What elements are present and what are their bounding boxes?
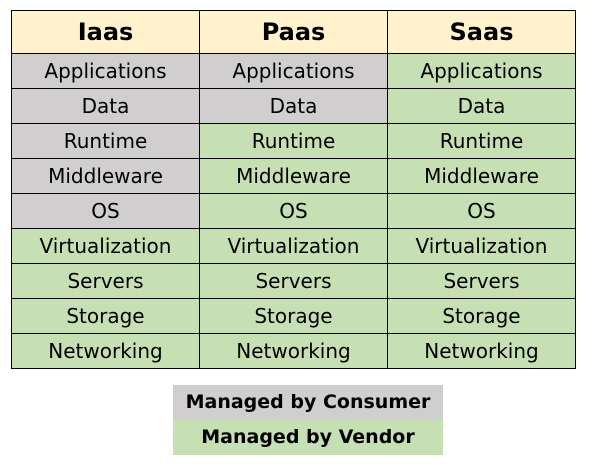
table-cell: Applications [11, 53, 200, 89]
table-cell: Networking [387, 333, 576, 369]
header-row: Iaas Paas Saas [11, 10, 576, 54]
table-cell: Servers [387, 263, 576, 299]
table-cell: Servers [199, 263, 388, 299]
table-cell: Virtualization [387, 228, 576, 264]
table-row: Data Data Data [11, 88, 576, 124]
table-row: Applications Applications Applications [11, 53, 576, 89]
table-cell: Applications [199, 53, 388, 89]
table-row: Storage Storage Storage [11, 298, 576, 334]
table-cell: Storage [11, 298, 200, 334]
legend-vendor: Managed by Vendor [173, 420, 443, 455]
table-cell: Data [387, 88, 576, 124]
table-cell: Applications [387, 53, 576, 89]
table-cell: Runtime [11, 123, 200, 159]
table-cell: Servers [11, 263, 200, 299]
table-cell: OS [199, 193, 388, 229]
table-row: Middleware Middleware Middleware [11, 158, 576, 194]
table-cell: OS [387, 193, 576, 229]
table-cell: Data [11, 88, 200, 124]
table-cell: Storage [199, 298, 388, 334]
table-cell: Storage [387, 298, 576, 334]
table-cell: Runtime [387, 123, 576, 159]
table-cell: OS [11, 193, 200, 229]
table-cell: Middleware [387, 158, 576, 194]
table-cell: Networking [199, 333, 388, 369]
table-cell: Virtualization [11, 228, 200, 264]
table-cell: Networking [11, 333, 200, 369]
column-header-iaas: Iaas [11, 10, 200, 54]
table-cell: Runtime [199, 123, 388, 159]
table-cell: Middleware [199, 158, 388, 194]
column-header-paas: Paas [199, 10, 388, 54]
legend: Managed by Consumer Managed by Vendor [173, 385, 443, 455]
table-row: Virtualization Virtualization Virtualiza… [11, 228, 576, 264]
column-header-saas: Saas [387, 10, 576, 54]
table-row: Servers Servers Servers [11, 263, 576, 299]
table-row: OS OS OS [11, 193, 576, 229]
table-cell: Virtualization [199, 228, 388, 264]
table-cell: Data [199, 88, 388, 124]
table-row: Networking Networking Networking [11, 333, 576, 369]
service-model-table: Iaas Paas Saas Applications Applications… [11, 10, 576, 369]
table-cell: Middleware [11, 158, 200, 194]
legend-consumer: Managed by Consumer [173, 385, 443, 420]
table-row: Runtime Runtime Runtime [11, 123, 576, 159]
